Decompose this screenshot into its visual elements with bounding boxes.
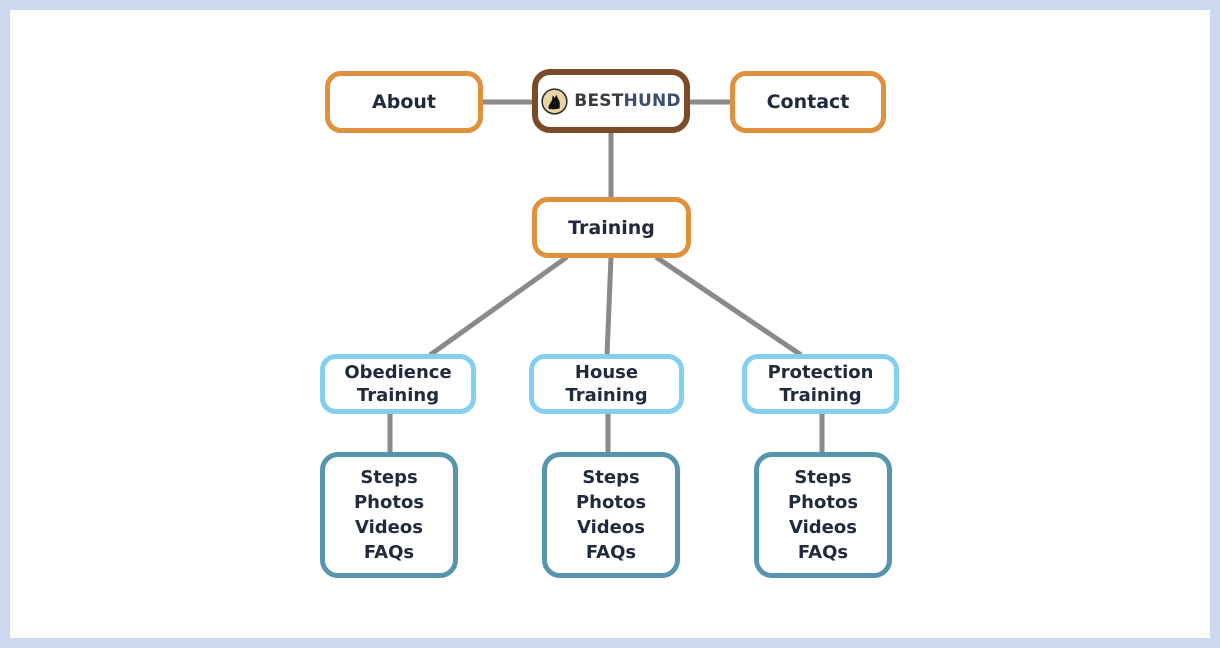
node-obedience-training: Obedience Training: [320, 354, 476, 414]
node-house-resources: Steps Photos Videos FAQs: [542, 452, 680, 578]
node-obedience-line1: Obedience: [344, 362, 452, 383]
leaf-item-photos: Photos: [575, 492, 647, 513]
leaf-item-photos: Photos: [787, 492, 859, 513]
node-training-label: Training: [568, 216, 655, 239]
brand-hund: HUND: [623, 91, 681, 111]
node-house-training: House Training: [529, 354, 684, 414]
node-obedience-resources: Steps Photos Videos FAQs: [320, 452, 458, 578]
connector-training-protection: [654, 254, 803, 358]
leaf-item-photos: Photos: [353, 492, 425, 513]
leaf-item-faqs: FAQs: [585, 542, 637, 563]
leaf-item-faqs: FAQs: [797, 542, 849, 563]
brand-best: BEST: [574, 91, 624, 111]
node-protection-training: Protection Training: [742, 354, 899, 414]
node-house-line2: Training: [565, 385, 648, 406]
leaf-item-steps: Steps: [794, 467, 852, 488]
node-protection-line1: Protection: [767, 362, 874, 383]
node-home-besthund: BESTHUND: [532, 69, 690, 133]
connector-training-house: [604, 256, 614, 356]
node-house-line1: House: [574, 362, 639, 383]
node-about-label: About: [372, 91, 436, 113]
node-contact: Contact: [730, 71, 886, 133]
node-protection-line2: Training: [779, 385, 862, 406]
leaf-item-faqs: FAQs: [363, 542, 415, 563]
dog-head-icon: [541, 87, 568, 115]
brand-wordmark: BESTHUND: [574, 91, 680, 111]
connector-training-obedience: [428, 254, 569, 358]
leaf-item-videos: Videos: [577, 517, 645, 538]
node-obedience-line2: Training: [356, 385, 440, 406]
connector-layer: [387, 99, 825, 453]
node-contact-label: Contact: [766, 91, 850, 113]
leaf-item-steps: Steps: [582, 467, 640, 488]
leaf-item-videos: Videos: [355, 517, 423, 538]
node-training: Training: [532, 197, 691, 258]
node-about: About: [325, 71, 483, 133]
leaf-item-videos: Videos: [789, 517, 857, 538]
node-protection-resources: Steps Photos Videos FAQs: [754, 452, 892, 578]
leaf-item-steps: Steps: [360, 467, 418, 488]
